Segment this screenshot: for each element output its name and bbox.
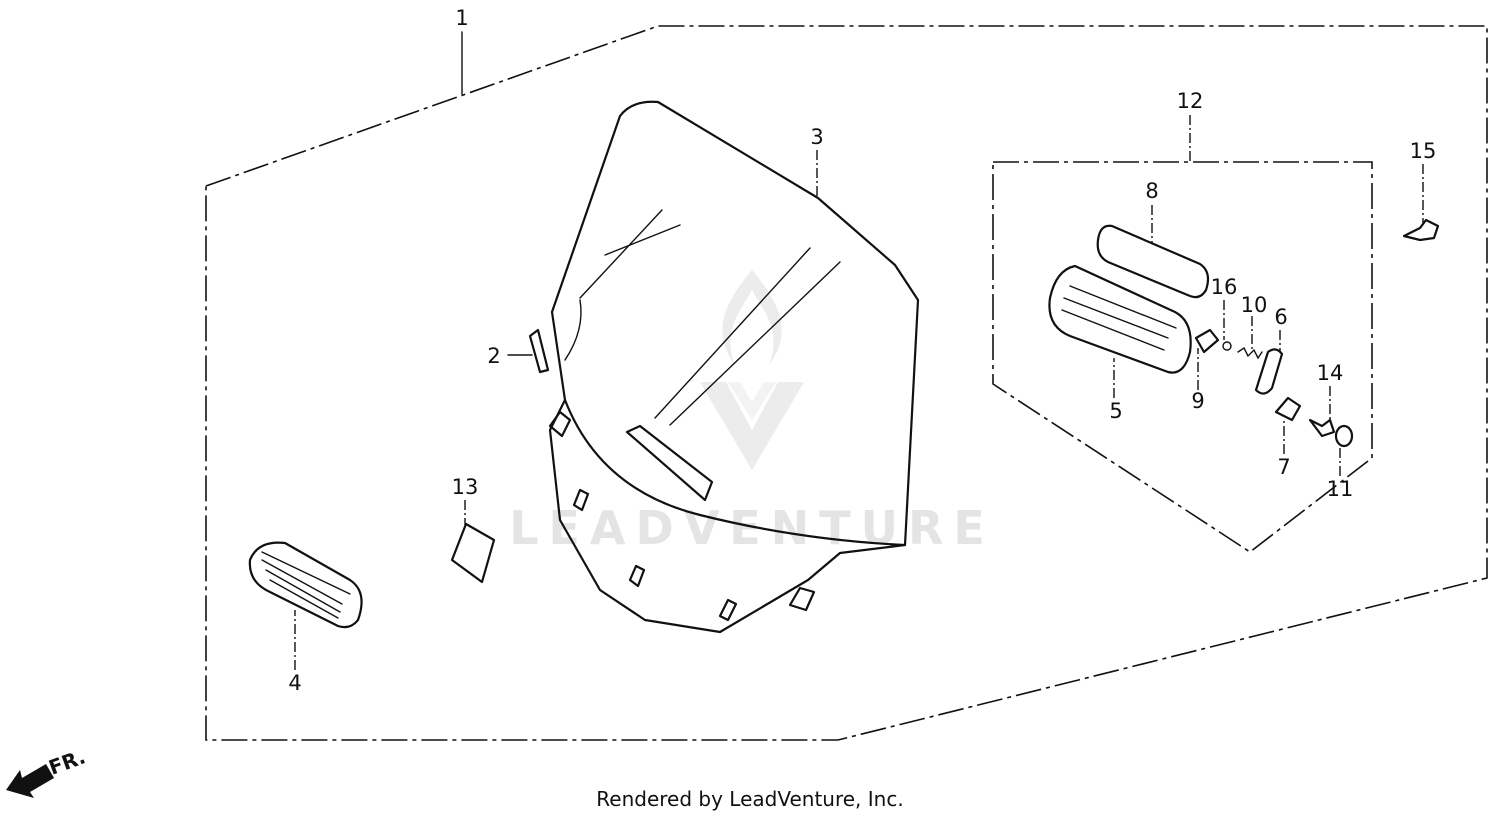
callout-15: 15 [1410,139,1437,163]
callout-7: 7 [1277,455,1290,479]
assembly-12-boundary [992,161,1373,553]
part-5-housing [1048,264,1192,374]
callout-12: 12 [1177,89,1204,113]
callout-9: 9 [1191,389,1204,413]
callout-3: 3 [810,125,823,149]
callout-5: 5 [1109,399,1122,423]
assembly-1-boundary [205,25,1488,741]
part-2-pad [528,328,550,374]
part-16-ball [1222,341,1232,351]
callout-6: 6 [1274,305,1287,329]
part-11-cap [1334,424,1354,448]
callout-16: 16 [1211,275,1238,299]
callout-13: 13 [452,475,479,499]
part-10-spring [1237,346,1263,360]
part-8-lens [1096,224,1210,299]
render-credit: Rendered by LeadVenture, Inc. [596,787,903,811]
front-arrow-icon [6,764,54,798]
watermark-logo [700,270,804,470]
callout-10: 10 [1241,293,1268,317]
callout-2: 2 [487,344,500,368]
callout-4: 4 [288,671,301,695]
part-14-screw [1308,418,1336,438]
callout-1: 1 [455,6,468,30]
front-direction-indicator: FR. [6,744,89,798]
part-6-knob [1254,348,1284,395]
callout-8: 8 [1145,179,1158,203]
part-13-sticker [450,522,496,584]
part-9-bracket [1194,328,1220,354]
windshield-part [548,100,920,634]
callout-14: 14 [1317,361,1344,385]
part-4-vent [248,541,363,629]
callout-11: 11 [1327,477,1354,501]
leader-lines [294,31,1424,670]
front-direction-label: FR. [46,744,89,779]
part-7-nut [1274,396,1302,422]
part-15-bolt [1402,218,1440,242]
